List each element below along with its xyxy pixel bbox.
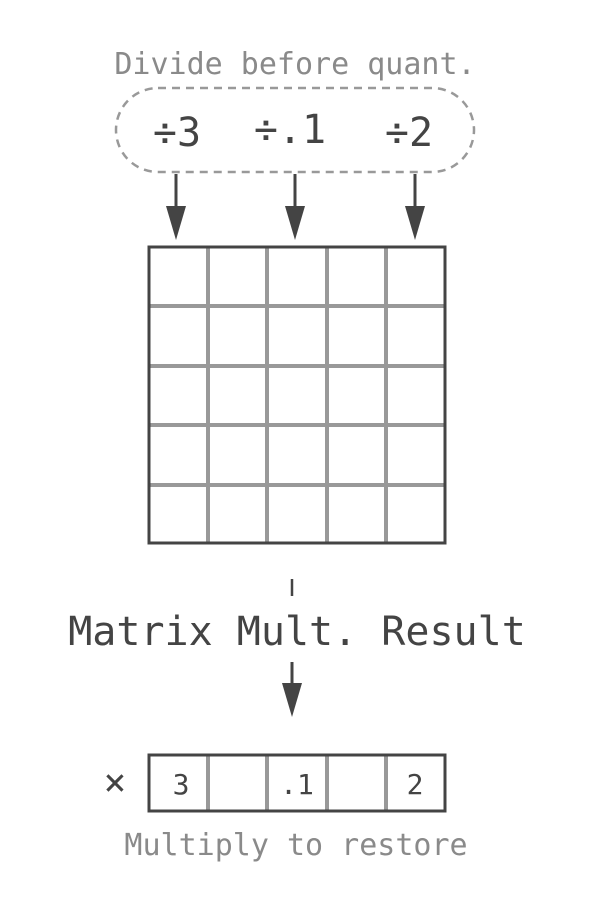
divisor-label: ÷.1 [254,107,326,153]
result-row: 3 .1 2 [147,753,447,813]
divisor-bubble [114,86,476,174]
matrix-border [147,245,447,545]
middle-caption: Matrix Mult. Result [68,609,526,655]
result-cell: 3 [173,768,190,801]
divisor-label: ÷2 [385,110,433,156]
divisor-arrow [285,174,305,240]
divisor-arrow [166,174,186,240]
divisor-arrow [405,174,425,240]
divisor-label: ÷3 [153,110,201,156]
result-cell: 2 [407,768,424,801]
bottom-caption: Multiply to restore [124,828,467,863]
weight-matrix [147,245,447,545]
result-border [147,753,447,813]
multiply-icon: × [104,760,127,804]
result-arrow [282,662,302,717]
result-cell: .1 [280,768,314,801]
top-caption: Divide before quant. [114,47,475,82]
